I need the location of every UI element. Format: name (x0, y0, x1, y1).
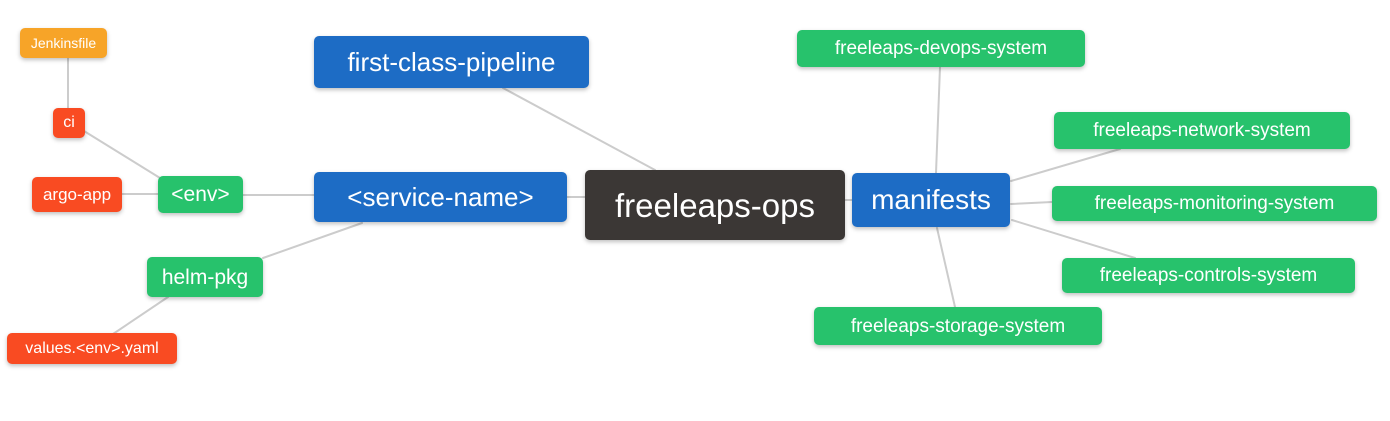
node-freeleaps-network-system[interactable]: freeleaps-network-system (1054, 112, 1350, 149)
node-freeleaps-monitoring-system[interactable]: freeleaps-monitoring-system (1052, 186, 1377, 221)
node-freeleaps-devops-system[interactable]: freeleaps-devops-system (797, 30, 1085, 67)
node-argo-app[interactable]: argo-app (32, 177, 122, 212)
node-service-name[interactable]: <service-name> (314, 172, 567, 222)
edge-manifests-storage (936, 227, 956, 308)
node-freeleaps-ops[interactable]: freeleaps-ops (585, 170, 845, 240)
node-jenkinsfile[interactable]: Jenkinsfile (20, 28, 107, 58)
node-env[interactable]: <env> (158, 176, 243, 213)
edge-ci-env (83, 130, 161, 179)
node-freeleaps-controls-system[interactable]: freeleaps-controls-system (1062, 258, 1355, 293)
node-manifests[interactable]: manifests (852, 173, 1010, 227)
node-freeleaps-storage-system[interactable]: freeleaps-storage-system (814, 307, 1102, 345)
edge-manifests-network (1010, 148, 1121, 182)
node-ci[interactable]: ci (53, 108, 85, 138)
edge-helmpkg-servicename (262, 222, 363, 259)
edge-values-helmpkg (112, 296, 169, 335)
edge-manifests-monitoring (1010, 201, 1053, 205)
edge-manifests-controls (1011, 219, 1136, 259)
edge-pipeline-freeleapsops (502, 87, 656, 171)
node-first-class-pipeline[interactable]: first-class-pipeline (314, 36, 589, 88)
edge-manifests-devops (935, 66, 941, 174)
node-helm-pkg[interactable]: helm-pkg (147, 257, 263, 297)
node-values-env-yaml[interactable]: values.<env>.yaml (7, 333, 177, 364)
